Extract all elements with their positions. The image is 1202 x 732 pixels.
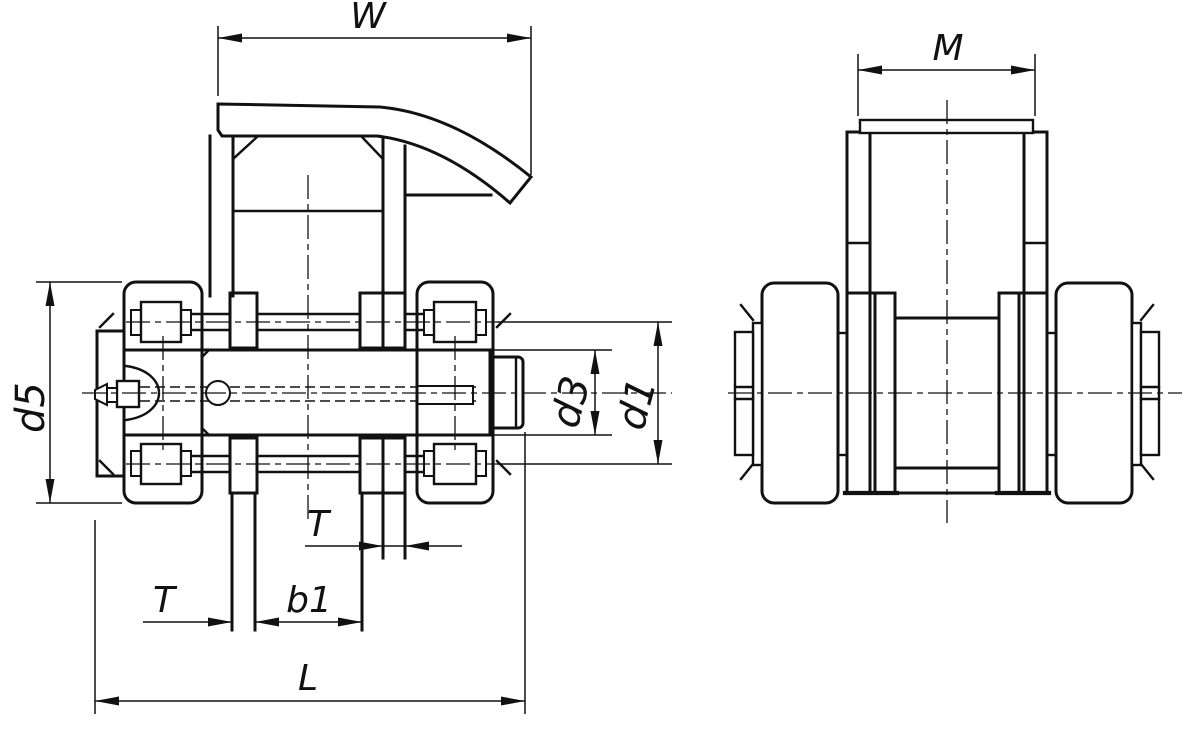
side-view xyxy=(728,100,1182,523)
dim-label-T-upper: T xyxy=(307,504,332,545)
upper-frame xyxy=(208,102,534,298)
dimension-T-lower: T xyxy=(143,580,232,627)
dimension-b1: b1 xyxy=(255,580,362,627)
grease-fitting-tip xyxy=(94,382,108,407)
dim-label-T-lower: T xyxy=(153,580,178,621)
dim-label-d1: d1 xyxy=(608,374,666,435)
gusset-left xyxy=(231,135,259,161)
dimension-L: L xyxy=(94,432,526,714)
axle-cap-left xyxy=(751,321,764,467)
dim-label-d3: d3 xyxy=(542,372,600,433)
axle-cap-right xyxy=(1130,321,1143,467)
centerlines-front xyxy=(82,175,672,523)
pin-ticks-front xyxy=(98,312,512,476)
dimension-M: M xyxy=(857,28,1036,116)
key-slot xyxy=(416,385,474,405)
dim-label-M: M xyxy=(932,28,963,69)
gusset-right xyxy=(360,135,385,161)
dimension-T-upper: T xyxy=(305,504,462,551)
cotter-pins xyxy=(739,303,1155,481)
dim-label-b1: b1 xyxy=(286,580,332,621)
axle-end-left xyxy=(94,329,161,478)
grease-fitting-head xyxy=(115,379,141,409)
hub-dome xyxy=(124,364,161,422)
front-view xyxy=(82,102,672,632)
centerlines-side xyxy=(728,100,1182,523)
dimension-d5: d5 xyxy=(8,281,122,504)
dim-label-d5: d5 xyxy=(8,382,54,433)
dim-label-W: W xyxy=(350,0,387,37)
handle-plate xyxy=(216,102,534,206)
dimension-W: W xyxy=(217,0,532,175)
dim-label-L: L xyxy=(298,658,318,699)
